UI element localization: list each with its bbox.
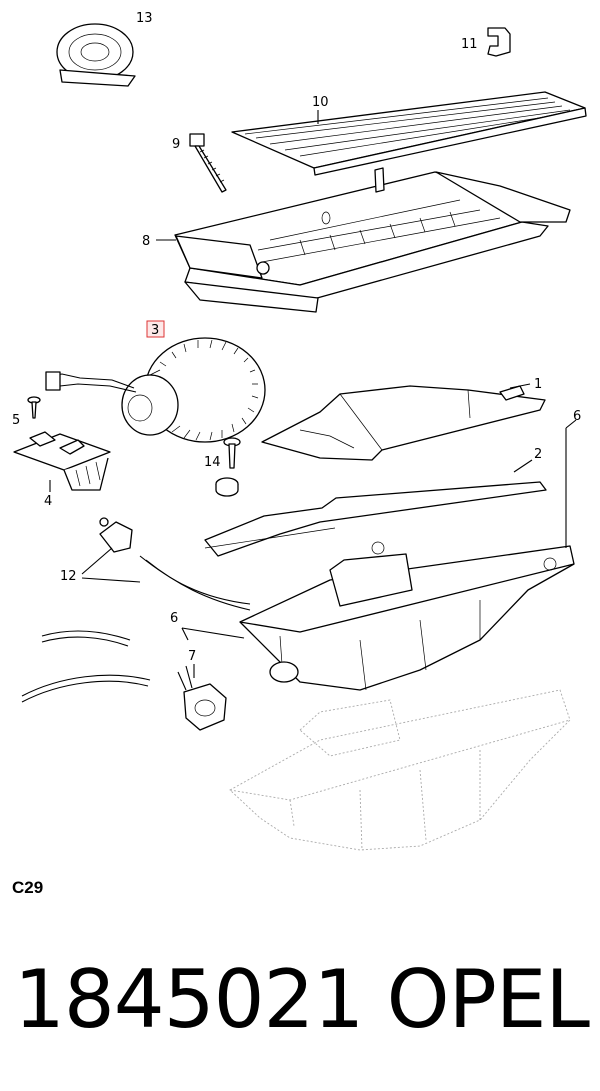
part-6-heater-housing: [239, 541, 575, 691]
exploded-parts-diagram: 13 11 10 9 8: [12, 11, 587, 851]
callout-13: 13: [136, 11, 153, 26]
hose-segments: [21, 630, 151, 703]
callout-4: 4: [44, 494, 52, 509]
callout-11: 11: [461, 37, 478, 52]
part-5-screw: [27, 396, 41, 419]
part-1-cover: [261, 385, 546, 461]
callout-14: 14: [204, 455, 221, 470]
footer-bar: 1845021 OPEL: [14, 950, 590, 1050]
callout-1: 1: [534, 377, 542, 392]
callout-5: 5: [12, 413, 20, 428]
sheet-code: C29: [12, 878, 44, 897]
part-12-drain-hose: [99, 517, 251, 611]
ghost-housing-outline: [229, 689, 571, 851]
callout-6-upper: 6: [573, 409, 581, 424]
callout-6-lower: 6: [170, 611, 178, 626]
part-13-foam-roll: [56, 23, 136, 87]
callout-7: 7: [188, 649, 196, 664]
part-14-screw: [215, 437, 241, 497]
part-8-filter-housing: [174, 167, 571, 313]
part-11-clip: [487, 27, 511, 57]
part-2-gasket: [204, 481, 547, 557]
part-4-resistor: [13, 431, 111, 491]
part-3-blower-motor: [45, 337, 266, 443]
callout-10: 10: [312, 95, 329, 110]
brand-name: OPEL: [386, 953, 590, 1046]
callout-12: 12: [60, 569, 77, 584]
part-9-screw: [189, 133, 227, 193]
part-10-pollen-filter: [231, 91, 587, 176]
callout-8: 8: [142, 234, 150, 249]
callout-2: 2: [534, 447, 542, 462]
part-7-sensor: [177, 665, 227, 731]
callout-3: 3: [151, 323, 159, 338]
part-number: 1845021: [14, 953, 364, 1046]
callout-3-highlight: [146, 320, 165, 338]
callout-9: 9: [172, 137, 180, 152]
